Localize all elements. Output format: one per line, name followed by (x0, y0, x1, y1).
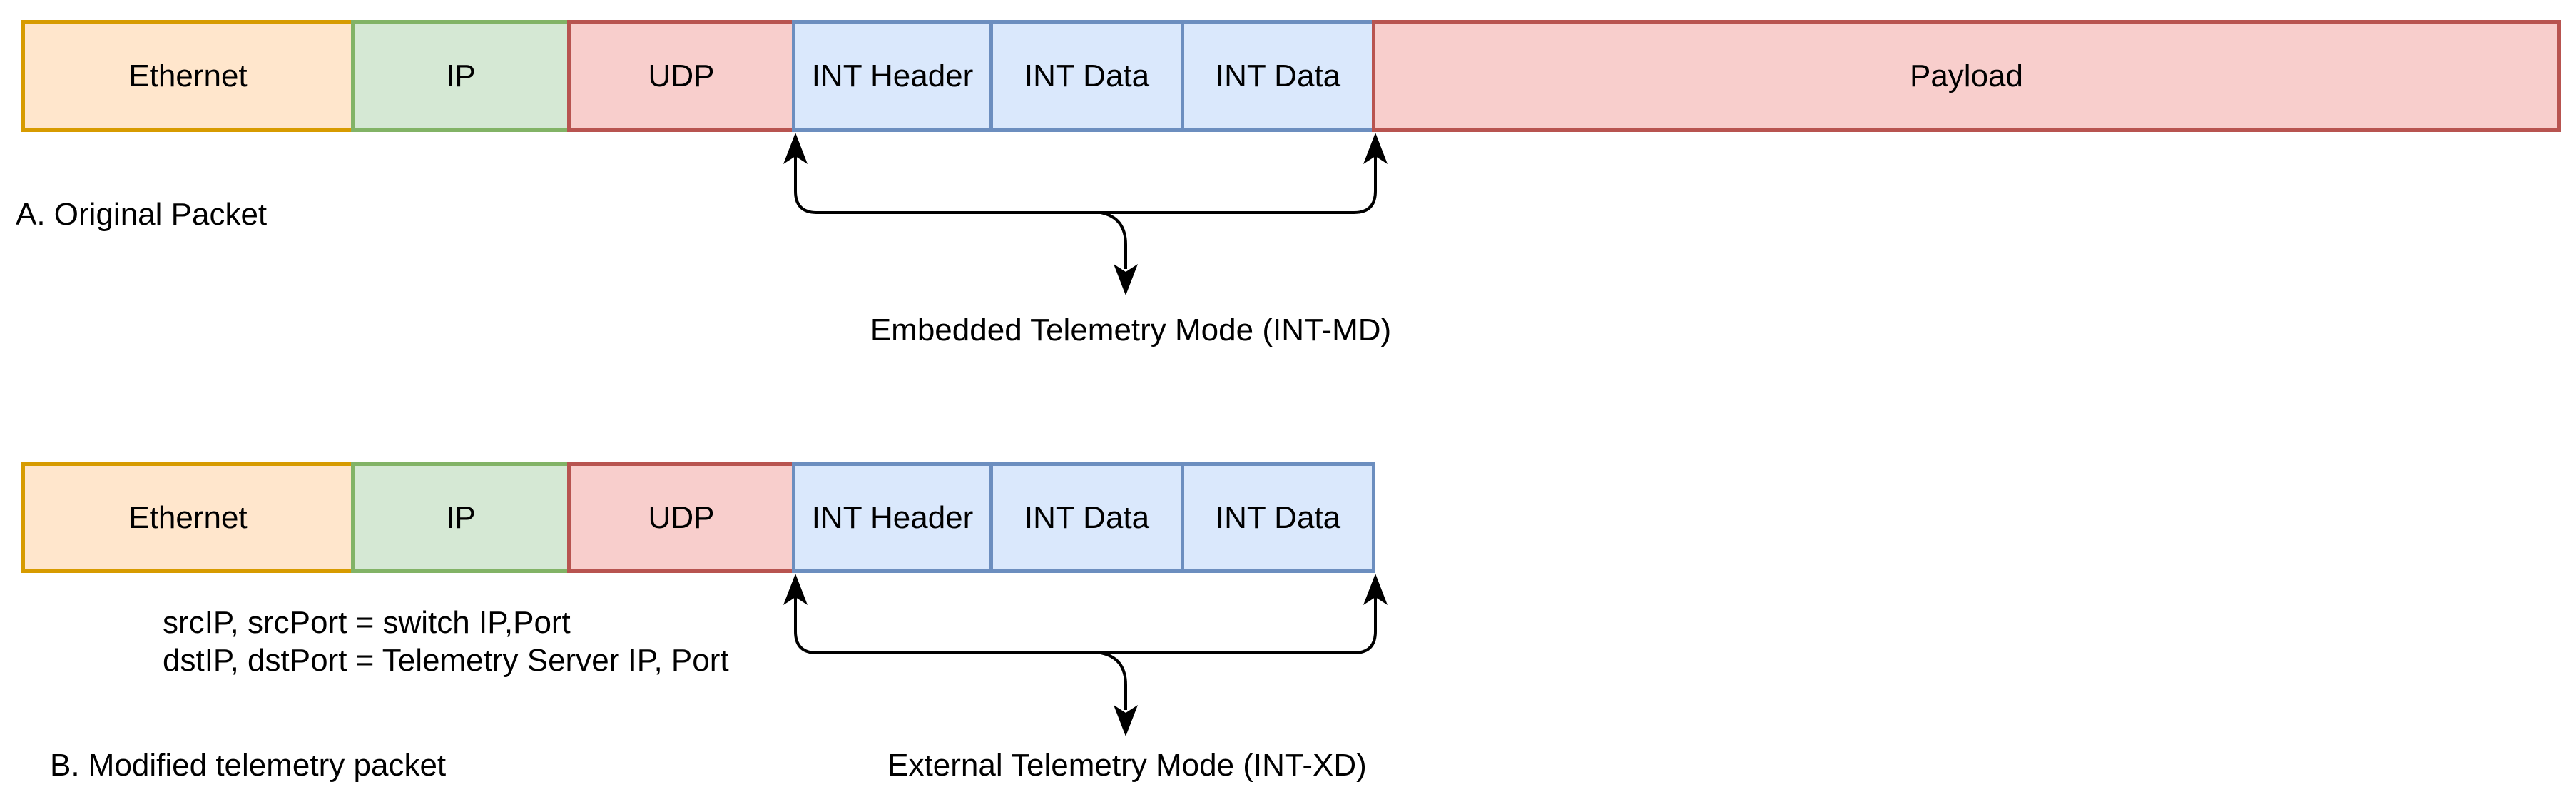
segment-label: INT Header (811, 58, 974, 93)
arrowhead-up-right-b (1363, 574, 1388, 605)
address-rewrite-annotation: srcIP, srcPort = switch IP,Port dstIP, d… (163, 604, 729, 679)
bracket-b-line (794, 581, 1377, 654)
segment-int-data2-b: INT Data (1181, 462, 1375, 573)
segment-label: INT Data (1215, 58, 1341, 93)
segment-label: Payload (1909, 58, 2023, 93)
segment-label: IP (446, 499, 476, 535)
segment-label: INT Data (1215, 499, 1341, 535)
segment-label: INT Data (1024, 499, 1150, 535)
segment-payload-a: Payload (1372, 20, 2561, 132)
segment-label: INT Header (811, 499, 974, 535)
bracket-b-drop-line (1100, 651, 1127, 710)
arrowhead-down-a (1114, 264, 1138, 295)
segment-udp-b: UDP (567, 462, 795, 573)
segment-label: INT Data (1024, 58, 1150, 93)
segment-int-header-b: INT Header (792, 462, 993, 573)
bracket-a-drop-line (1100, 211, 1127, 269)
embedded-telemetry-mode-label: Embedded Telemetry Mode (INT-MD) (870, 313, 1392, 347)
segment-int-header-a: INT Header (792, 20, 993, 132)
packet-b-caption: B. Modified telemetry packet (50, 748, 447, 783)
annotation-line-dst: dstIP, dstPort = Telemetry Server IP, Po… (163, 643, 729, 678)
segment-int-data2-a: INT Data (1181, 20, 1375, 132)
bracket-a-line (794, 140, 1377, 214)
segment-ip-b: IP (351, 462, 571, 573)
segment-udp-a: UDP (567, 20, 795, 132)
segment-label: UDP (648, 499, 715, 535)
arrowhead-up-left-b (783, 574, 808, 605)
segment-ethernet-b: Ethernet (21, 462, 355, 573)
segment-ip-a: IP (351, 20, 571, 132)
segment-int-data1-b: INT Data (989, 462, 1184, 573)
segment-label: Ethernet (128, 58, 248, 93)
arrowhead-down-b (1114, 705, 1138, 736)
external-telemetry-mode-label: External Telemetry Mode (INT-XD) (887, 748, 1367, 783)
segment-ethernet-a: Ethernet (21, 20, 355, 132)
segment-label: UDP (648, 58, 715, 93)
segment-int-data1-a: INT Data (989, 20, 1184, 132)
segment-label: IP (446, 58, 476, 93)
arrowhead-up-left-a (783, 133, 808, 164)
packet-a-caption: A. Original Packet (16, 197, 268, 232)
arrowhead-up-right-a (1363, 133, 1388, 164)
segment-label: Ethernet (128, 499, 248, 535)
annotation-line-src: srcIP, srcPort = switch IP,Port (163, 605, 571, 640)
